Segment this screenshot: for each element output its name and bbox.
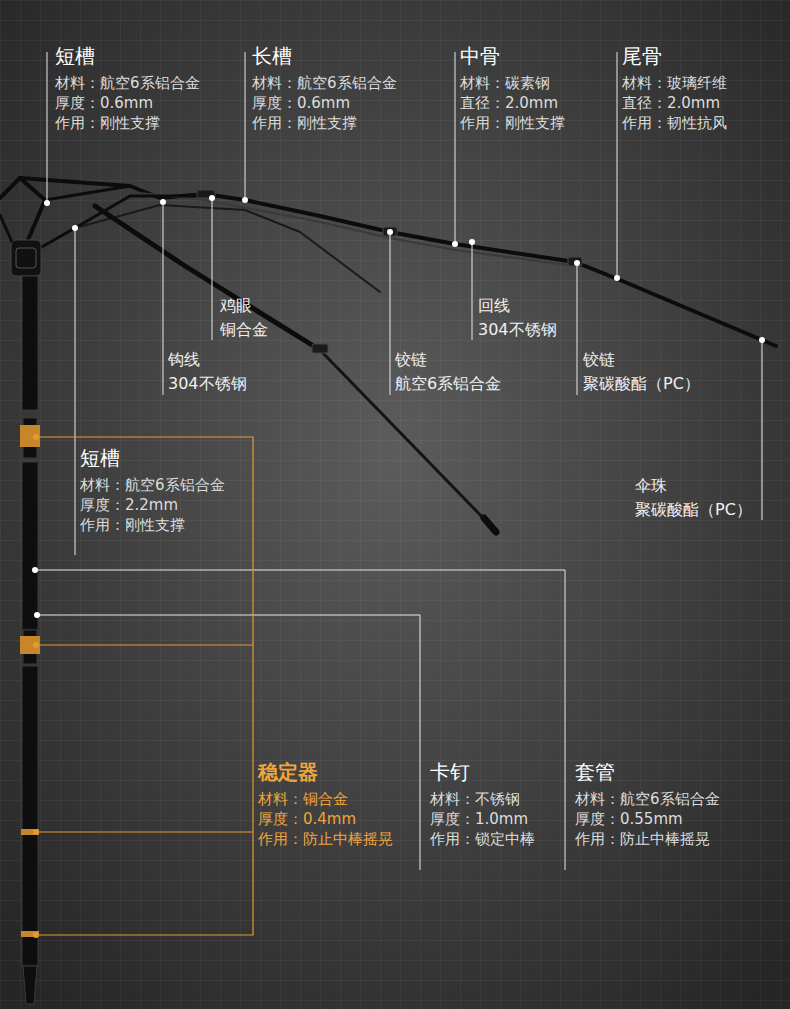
part-name: 长槽 — [252, 44, 292, 68]
part-spec: 聚碳酸酯（PC） — [583, 374, 700, 393]
part-spec: 直径：2.0mm — [460, 94, 558, 112]
part-spec: 材料：不锈钢 — [430, 790, 520, 808]
part-spec: 作用：防止中棒摇晃 — [258, 830, 393, 848]
part-spec: 材料：航空6系铝合金 — [80, 476, 225, 494]
part-spec: 厚度：0.4mm — [258, 810, 356, 828]
part-spec: 材料：铜合金 — [258, 790, 348, 808]
part-name: 短槽 — [80, 446, 120, 470]
part-spec: 钩线 — [168, 350, 200, 369]
part-spec: 材料：碳素钢 — [460, 74, 550, 92]
part-spec: 作用：刚性支撑 — [80, 516, 185, 534]
part-spec: 材料：航空6系铝合金 — [575, 790, 720, 808]
part-spec: 304不锈钢 — [478, 320, 557, 339]
part-spec: 作用：刚性支撑 — [460, 114, 565, 132]
part-spec: 作用：锁定中棒 — [430, 830, 535, 848]
part-spec: 回线 — [478, 296, 510, 315]
part-name: 短槽 — [55, 44, 95, 68]
part-spec: 厚度：1.0mm — [430, 810, 528, 828]
part-name: 尾骨 — [622, 44, 662, 68]
part-spec: 作用：刚性支撑 — [55, 114, 160, 132]
part-spec: 材料：航空6系铝合金 — [55, 74, 200, 92]
part-spec: 聚碳酸酯（PC） — [635, 500, 752, 519]
part-name: 稳定器 — [258, 760, 318, 784]
part-spec: 厚度：0.6mm — [55, 94, 153, 112]
part-spec: 材料：航空6系铝合金 — [252, 74, 397, 92]
part-spec: 直径：2.0mm — [622, 94, 720, 112]
part-name: 卡钉 — [430, 760, 470, 784]
part-spec: 厚度：2.2mm — [80, 496, 178, 514]
part-spec: 航空6系铝合金 — [395, 374, 501, 393]
part-spec: 作用：刚性支撑 — [252, 114, 357, 132]
part-spec: 304不锈钢 — [168, 374, 247, 393]
part-spec: 作用：韧性抗风 — [622, 114, 727, 132]
part-spec: 材料：玻璃纤维 — [622, 74, 727, 92]
part-spec: 厚度：0.55mm — [575, 810, 683, 828]
part-spec: 铰链 — [395, 350, 427, 369]
part-spec: 厚度：0.6mm — [252, 94, 350, 112]
part-spec: 铜合金 — [220, 320, 268, 339]
part-spec: 鸡眼 — [220, 296, 252, 315]
part-spec: 铰链 — [583, 350, 615, 369]
part-spec: 伞珠 — [635, 476, 667, 495]
part-name: 中骨 — [460, 44, 500, 68]
part-name: 套管 — [575, 760, 615, 784]
part-spec: 作用：防止中棒摇晃 — [575, 830, 710, 848]
